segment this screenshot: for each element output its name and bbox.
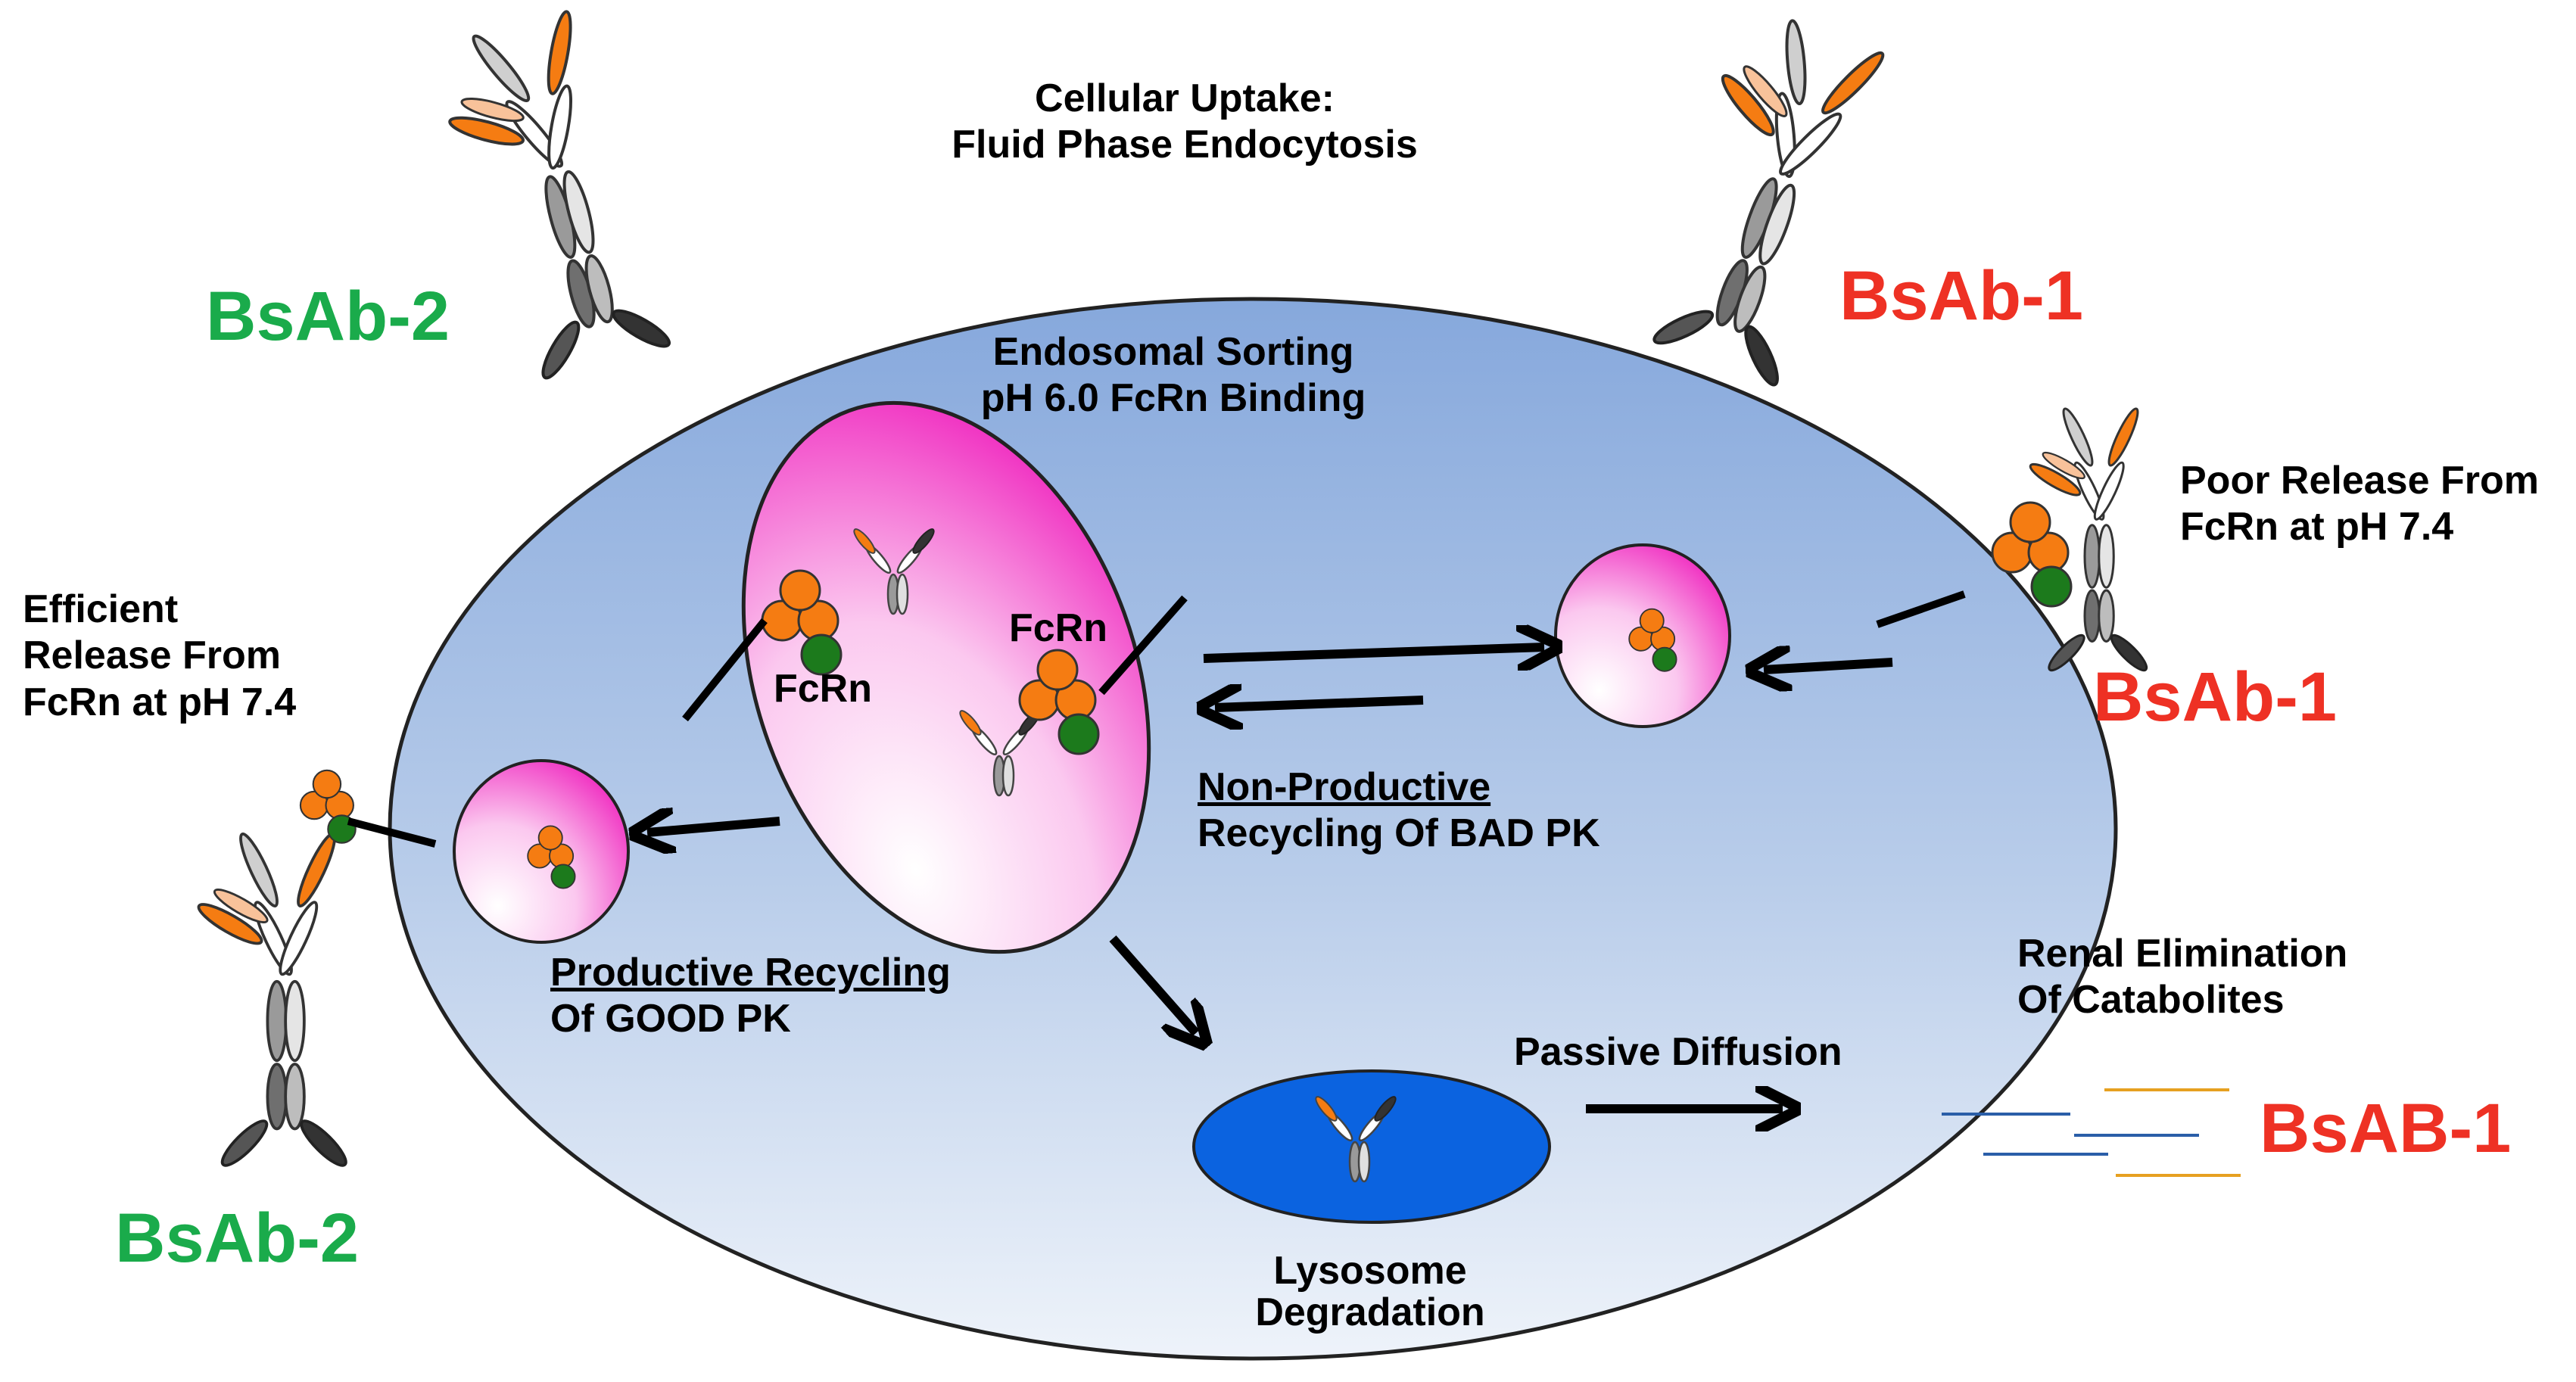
productive-label: Productive Recycling Of GOOD PK [550, 950, 1005, 1043]
bsab2-bottom-antibody [193, 829, 353, 1172]
poor-release-line-2: FcRn at pH 7.4 [2180, 505, 2454, 549]
bsab1-right-label: BsAb-1 [2093, 658, 2338, 736]
arrow-to-right-endosome [1203, 647, 1544, 658]
uptake-line-1: Cellular Uptake: [1035, 76, 1335, 120]
productive-title: Productive Recycling [550, 951, 951, 994]
lysosome [1192, 1069, 1551, 1224]
renal-line-1: Renal Elimination [2017, 932, 2348, 976]
efficient-line-2: Release From [23, 633, 282, 678]
sorting-line-1: Endosomal Sorting [992, 330, 1354, 374]
sorting-label: Endosomal Sorting pH 6.0 FcRn Binding [908, 329, 1438, 422]
arrow-into-right-endosome [1764, 662, 1893, 670]
fcrn-label-right: FcRn [1009, 606, 1107, 650]
nonproductive-title: Non-Productive [1198, 765, 1491, 809]
bsab2-bottom-label: BsAb-2 [115, 1200, 360, 1277]
lysosome-label: Lysosome Degradation [1211, 1250, 1529, 1333]
fcrn-label-left: FcRn [774, 667, 872, 711]
lysosome-line-2: Degradation [1255, 1290, 1485, 1334]
bsab1-top-label: BsAb-1 [1839, 257, 2084, 335]
lysosome-line-1: Lysosome [1273, 1249, 1467, 1293]
arrow-to-left-endosome [647, 821, 780, 833]
fcrn-tether-right [1098, 595, 1188, 696]
nonproductive-label: Non-Productive Recycling Of BAD PK [1198, 764, 1652, 858]
bsab2-top-label: BsAb-2 [206, 278, 450, 355]
efficient-release-label: Efficient Release From FcRn at pH 7.4 [23, 587, 356, 726]
fcrn-released [299, 769, 357, 844]
fcrn-bound-right-tether [1876, 590, 1966, 628]
renal-line-2: Of Catabolites [2017, 978, 2285, 1022]
poor-release-label: Poor Release From FcRn at pH 7.4 [2180, 458, 2559, 551]
passive-diffusion-label: Passive Diffusion [1514, 1030, 1842, 1074]
poor-release-line-1: Poor Release From [2180, 459, 2539, 503]
bsab1-catabolites-label: BsAB-1 [2260, 1090, 2512, 1167]
uptake-line-2: Fluid Phase Endocytosis [952, 123, 1418, 167]
uptake-label: Cellular Uptake: Fluid Phase Endocytosis [893, 76, 1476, 169]
renal-label: Renal Elimination Of Catabolites [2017, 931, 2441, 1024]
nonproductive-sub: Recycling Of BAD PK [1198, 811, 1600, 856]
productive-sub: Of GOOD PK [550, 997, 791, 1041]
fcrn-tether-left [682, 618, 768, 722]
efficient-line-1: Efficient [23, 587, 179, 631]
efficient-line-3: FcRn at pH 7.4 [23, 680, 297, 724]
endosome-large [741, 400, 1151, 954]
sorting-line-2: pH 6.0 FcRn Binding [980, 376, 1366, 421]
bsab2-top-antibody [423, 2, 678, 394]
fcrn-released-tether [347, 817, 437, 848]
arrow-to-lysosome [1109, 935, 1196, 1033]
arrow-from-right-endosome [1215, 700, 1424, 708]
